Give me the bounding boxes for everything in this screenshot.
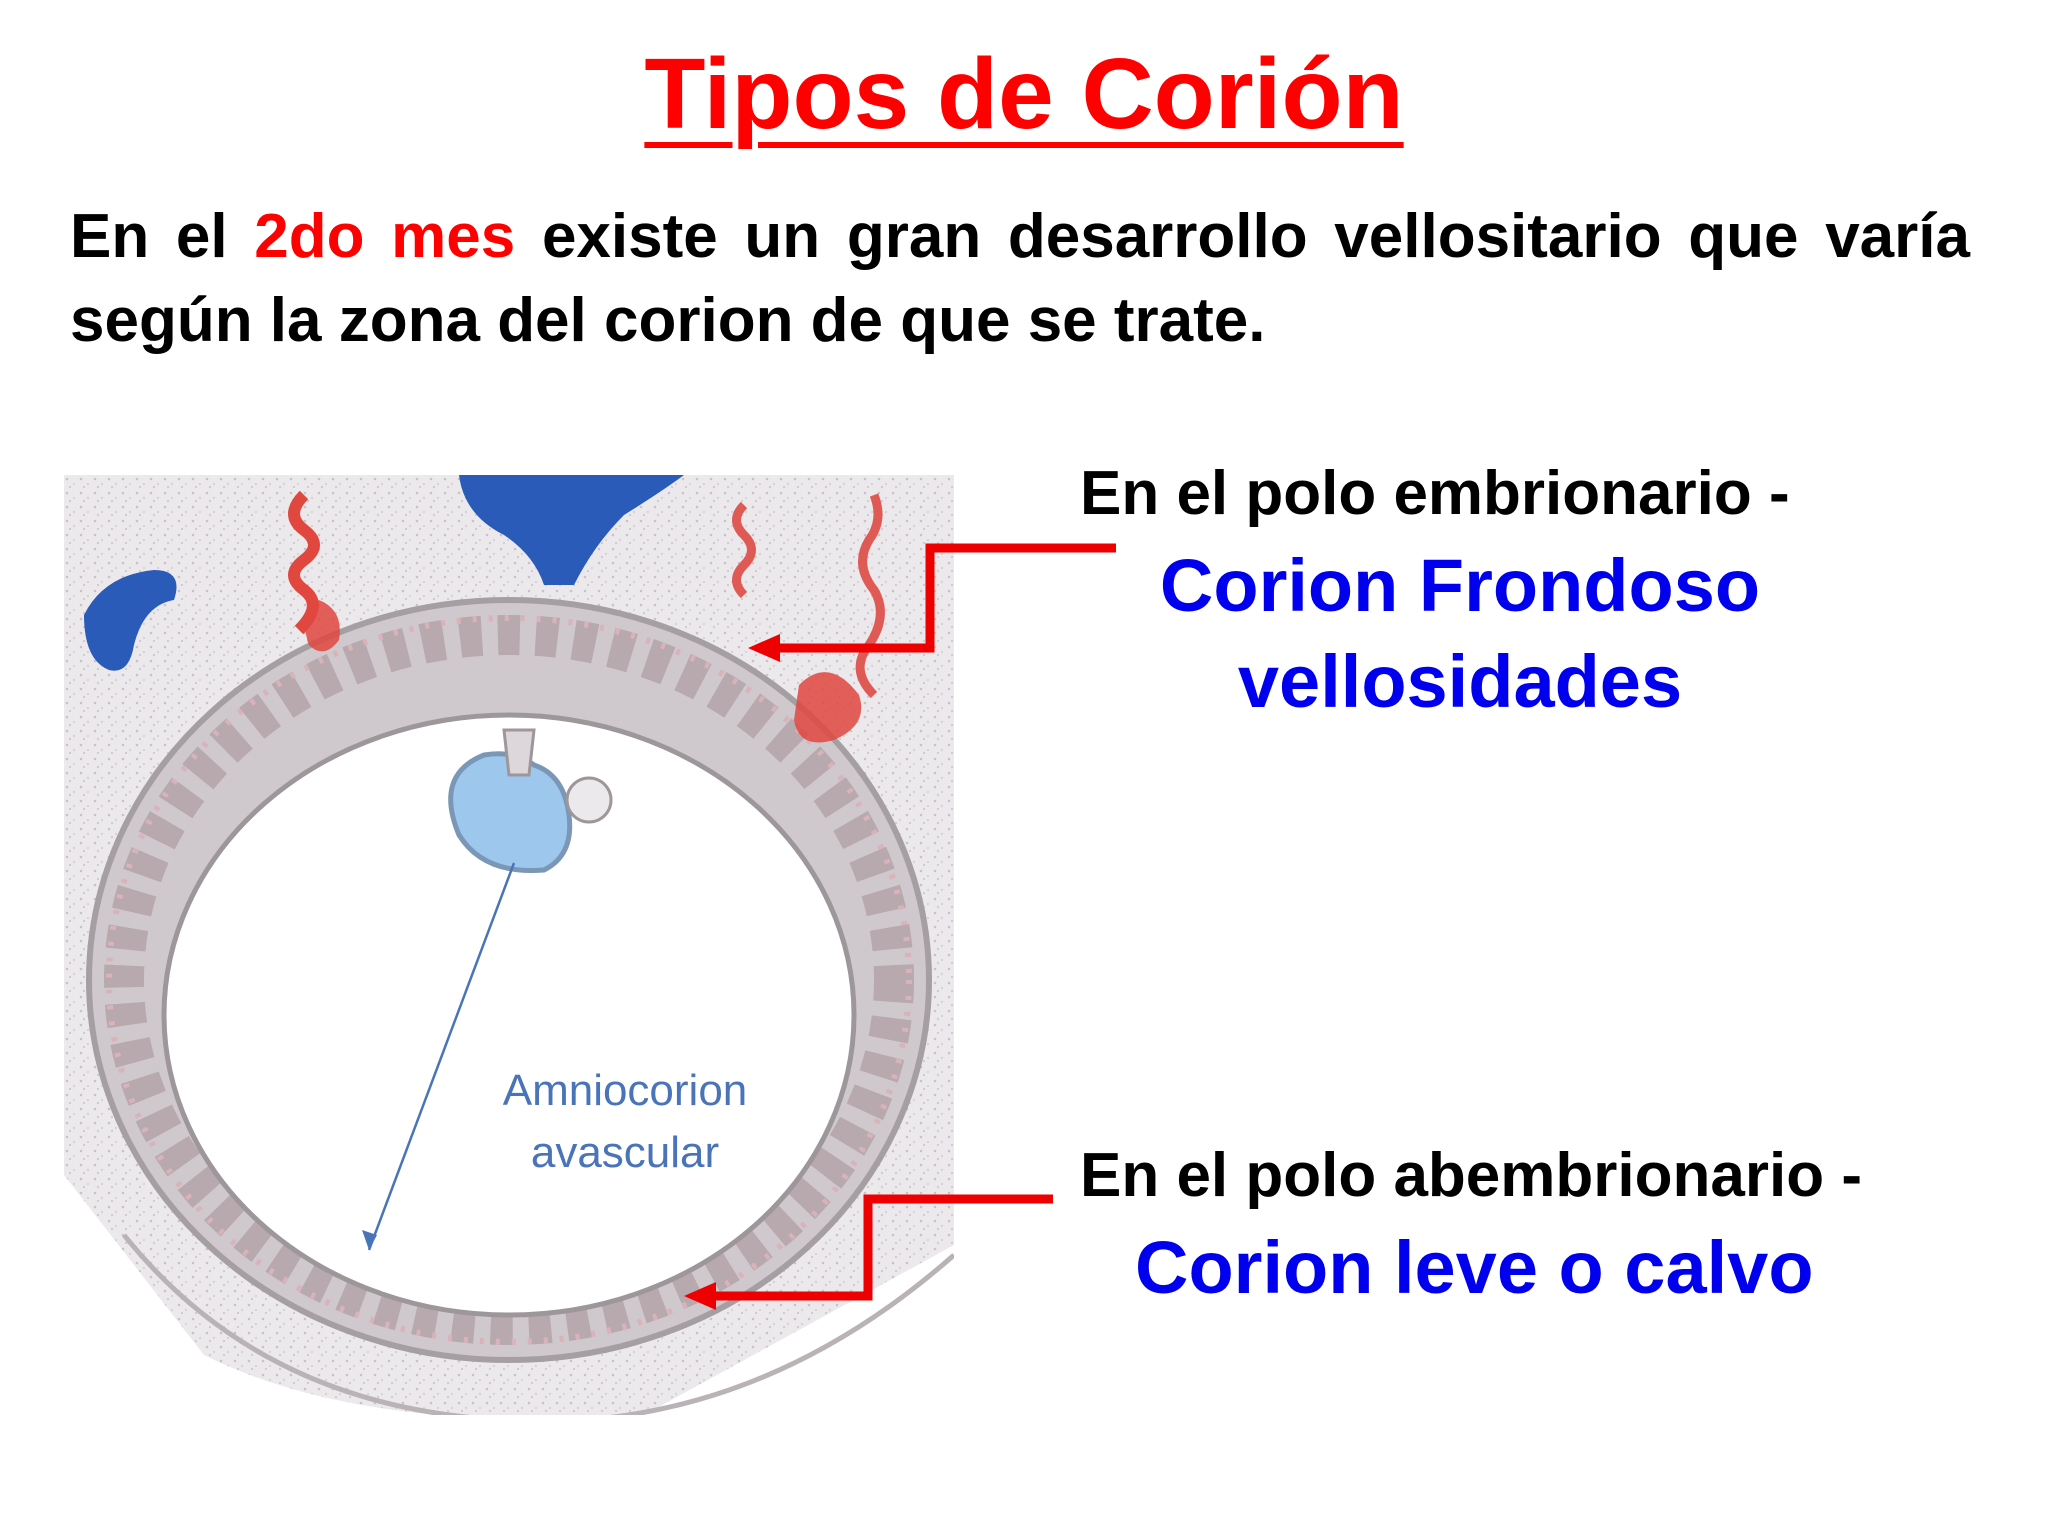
maternal-vein-top bbox=[459, 475, 684, 585]
arrowhead-embrionario bbox=[748, 634, 780, 662]
label-corion-frondoso: Corion Frondoso vellosidades bbox=[1100, 538, 1820, 730]
amnio-line-2: avascular bbox=[530, 1128, 720, 1177]
label-polo-abembrionario: En el polo abembrionario - bbox=[1080, 1141, 1862, 1210]
uterine-wall-lower bbox=[64, 1175, 954, 1415]
label-corion-leve: Corion leve o calvo bbox=[1135, 1226, 1814, 1309]
amniocorion-annotation: Amniocorion avascular bbox=[490, 1060, 760, 1184]
outer-membrane-line bbox=[122, 1233, 954, 1415]
spiral-artery-3 bbox=[855, 493, 885, 699]
chorion-ring-cells bbox=[104, 615, 914, 1345]
amnio-line-1: Amniocorion bbox=[502, 1066, 748, 1115]
slide-title: Tipos de Corión bbox=[644, 38, 1404, 150]
blood-lacuna-left bbox=[305, 600, 340, 652]
spiral-artery-1 bbox=[288, 490, 320, 635]
blood-lacuna bbox=[794, 672, 862, 743]
amnio-arrow-line bbox=[367, 862, 516, 1251]
intro-highlight: 2do mes bbox=[254, 202, 516, 271]
intro-paragraph: En el 2do mes existe un gran desarrollo … bbox=[70, 195, 1970, 363]
corion-frondoso-line-1: Corion Frondoso bbox=[1159, 544, 1761, 627]
intro-text-end: existe un gran desarrollo vellositario q… bbox=[70, 202, 1970, 355]
maternal-vein-left bbox=[84, 570, 177, 671]
label-polo-embrionario: En el polo embrionario - bbox=[1080, 459, 1790, 528]
corion-frondoso-line-2: vellosidades bbox=[1237, 640, 1683, 723]
yolk-sac bbox=[565, 776, 613, 824]
amnio-arrow-head bbox=[362, 1230, 377, 1250]
intro-text-start: En el bbox=[70, 202, 255, 271]
spiral-artery-2 bbox=[732, 501, 756, 599]
chorionic-cavity bbox=[161, 712, 857, 1318]
chorion-diagram bbox=[64, 475, 954, 1415]
villi-texture bbox=[106, 615, 912, 1345]
connector-embrionario bbox=[775, 543, 1116, 653]
arrowhead-abembrionario bbox=[684, 1282, 716, 1310]
connector-abembrionario bbox=[712, 1194, 1053, 1301]
amniotic-sac bbox=[448, 751, 573, 874]
connecting-stalk bbox=[502, 728, 536, 777]
